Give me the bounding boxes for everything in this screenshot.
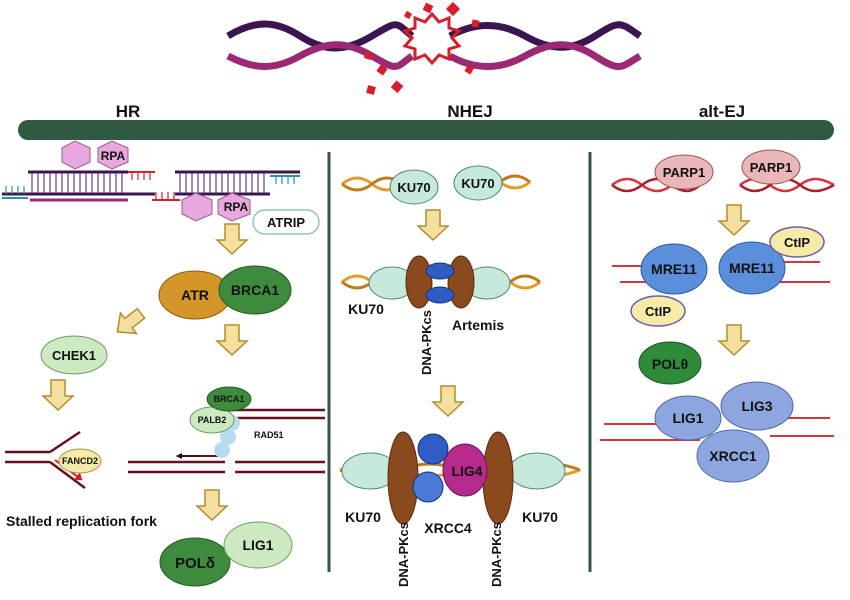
membrane-bar bbox=[18, 120, 834, 140]
palb2-label: PALB2 bbox=[198, 415, 227, 425]
mre11-node-b: MRE11 bbox=[718, 241, 786, 295]
lig1-altej-label: LIG1 bbox=[672, 410, 703, 426]
ctip-b-label: CtIP bbox=[645, 304, 671, 319]
dna-helix-top bbox=[226, 20, 643, 70]
xrcc4-shape-top bbox=[417, 433, 449, 465]
hr-arrow-3 bbox=[42, 379, 74, 411]
ku70-a-label: KU70 bbox=[397, 180, 430, 195]
artemis-shape-a bbox=[425, 262, 455, 280]
nhej-arrow-1 bbox=[417, 209, 449, 241]
ctip-a-label: CtIP bbox=[784, 235, 810, 250]
palb2-node: PALB2 bbox=[189, 406, 235, 434]
lig3-node: LIG3 bbox=[720, 381, 794, 431]
rpa-bottom-label: RPA bbox=[224, 200, 249, 214]
rpa-complex-bottom: RPA bbox=[181, 192, 251, 222]
ku70-shape-right bbox=[508, 452, 566, 490]
pold-node: POLδ bbox=[159, 537, 231, 587]
nhej-arrow-2 bbox=[432, 385, 464, 417]
parp1-b-label: PARP1 bbox=[750, 160, 792, 175]
altej-dna-1 bbox=[611, 177, 835, 193]
xrcc4-label: XRCC4 bbox=[424, 520, 472, 536]
section-title-altej: alt-EJ bbox=[699, 102, 745, 121]
brca1-label: BRCA1 bbox=[231, 282, 279, 298]
dna-break-star bbox=[363, 1, 480, 95]
dnapkcs-a-label: DNA-PKcs bbox=[419, 310, 434, 375]
section-title-nhej: NHEJ bbox=[447, 102, 492, 121]
ku70-c-label: KU70 bbox=[348, 301, 384, 317]
dnapkcs-shape-a bbox=[405, 255, 433, 309]
mre11-a-label: MRE11 bbox=[651, 261, 697, 277]
rpa-complex-top: RPA bbox=[61, 140, 129, 170]
hr-dna-left bbox=[2, 170, 155, 202]
altej-arrow-1 bbox=[718, 204, 750, 236]
hr-arrow-1 bbox=[216, 223, 248, 255]
lig4-label: LIG4 bbox=[451, 463, 482, 479]
dnapkcs-c-label: DNA-PKcs bbox=[489, 522, 504, 587]
artemis-label: Artemis bbox=[452, 317, 504, 333]
parp1-a-label: PARP1 bbox=[663, 165, 705, 180]
ctip-node-b: CtIP bbox=[630, 295, 686, 327]
xrcc4-shape-bottom bbox=[412, 471, 444, 503]
atr-label: ATR bbox=[181, 287, 209, 303]
fancd2-node: FANCD2 bbox=[58, 448, 102, 474]
section-title-hr: HR bbox=[116, 102, 141, 121]
hr-arrow-diag bbox=[116, 307, 146, 335]
xrcc1-label: XRCC1 bbox=[709, 448, 757, 464]
artemis-shape-b bbox=[425, 286, 455, 304]
mre11-b-label: MRE11 bbox=[729, 260, 775, 276]
rad51-label: RAD51 bbox=[254, 430, 284, 440]
altej-arrow-2 bbox=[718, 324, 750, 356]
mre11-node-a: MRE11 bbox=[640, 243, 708, 295]
stalled-fork-caption: Stalled replication fork bbox=[6, 513, 157, 529]
ku70-node-a: KU70 bbox=[389, 169, 439, 205]
dnapkcs-b-label: DNA-PKcs bbox=[396, 522, 411, 587]
ku70-left-label: KU70 bbox=[345, 509, 381, 525]
chek1-node: CHEK1 bbox=[40, 335, 108, 375]
hr-arrow-4 bbox=[196, 489, 228, 521]
hr-arrow-2 bbox=[216, 324, 248, 356]
dnapkcs-shape-d bbox=[482, 431, 514, 525]
dnapkcs-shape-b bbox=[447, 255, 475, 309]
lig4-shape bbox=[442, 443, 488, 497]
pold-label: POLδ bbox=[175, 555, 215, 572]
ctip-node-a: CtIP bbox=[769, 226, 825, 258]
atrip-label: ATRIP bbox=[267, 215, 305, 230]
polq-label: POLθ bbox=[652, 356, 688, 372]
parp1-node-b: PARP1 bbox=[741, 149, 801, 185]
lig1-hr-label: LIG1 bbox=[242, 537, 273, 553]
lig1-hr-node: LIG1 bbox=[223, 521, 293, 569]
lig3-label: LIG3 bbox=[741, 398, 772, 414]
polq-node: POLθ bbox=[638, 341, 702, 385]
atr-node: ATR bbox=[158, 270, 232, 320]
brca1-small-label: BRCA1 bbox=[213, 394, 244, 404]
dnapkcs-shape-c bbox=[387, 431, 419, 525]
brca1-small-node: BRCA1 bbox=[206, 386, 252, 412]
brca1-node: BRCA1 bbox=[218, 265, 292, 315]
ku70-b-label: KU70 bbox=[461, 176, 494, 191]
rpa-top-label: RPA bbox=[101, 149, 126, 163]
atrip-node: ATRIP bbox=[252, 209, 320, 235]
lig1-altej-node: LIG1 bbox=[654, 395, 722, 441]
parp1-node-a: PARP1 bbox=[654, 154, 714, 190]
stalled-fork-dna bbox=[5, 430, 86, 490]
hr-dna-right bbox=[152, 170, 300, 201]
fancd2-label: FANCD2 bbox=[62, 456, 98, 466]
ku70-right-label: KU70 bbox=[522, 509, 558, 525]
xrcc1-node: XRCC1 bbox=[696, 429, 770, 483]
ku70-node-b: KU70 bbox=[453, 165, 503, 201]
chek1-label: CHEK1 bbox=[52, 348, 96, 363]
